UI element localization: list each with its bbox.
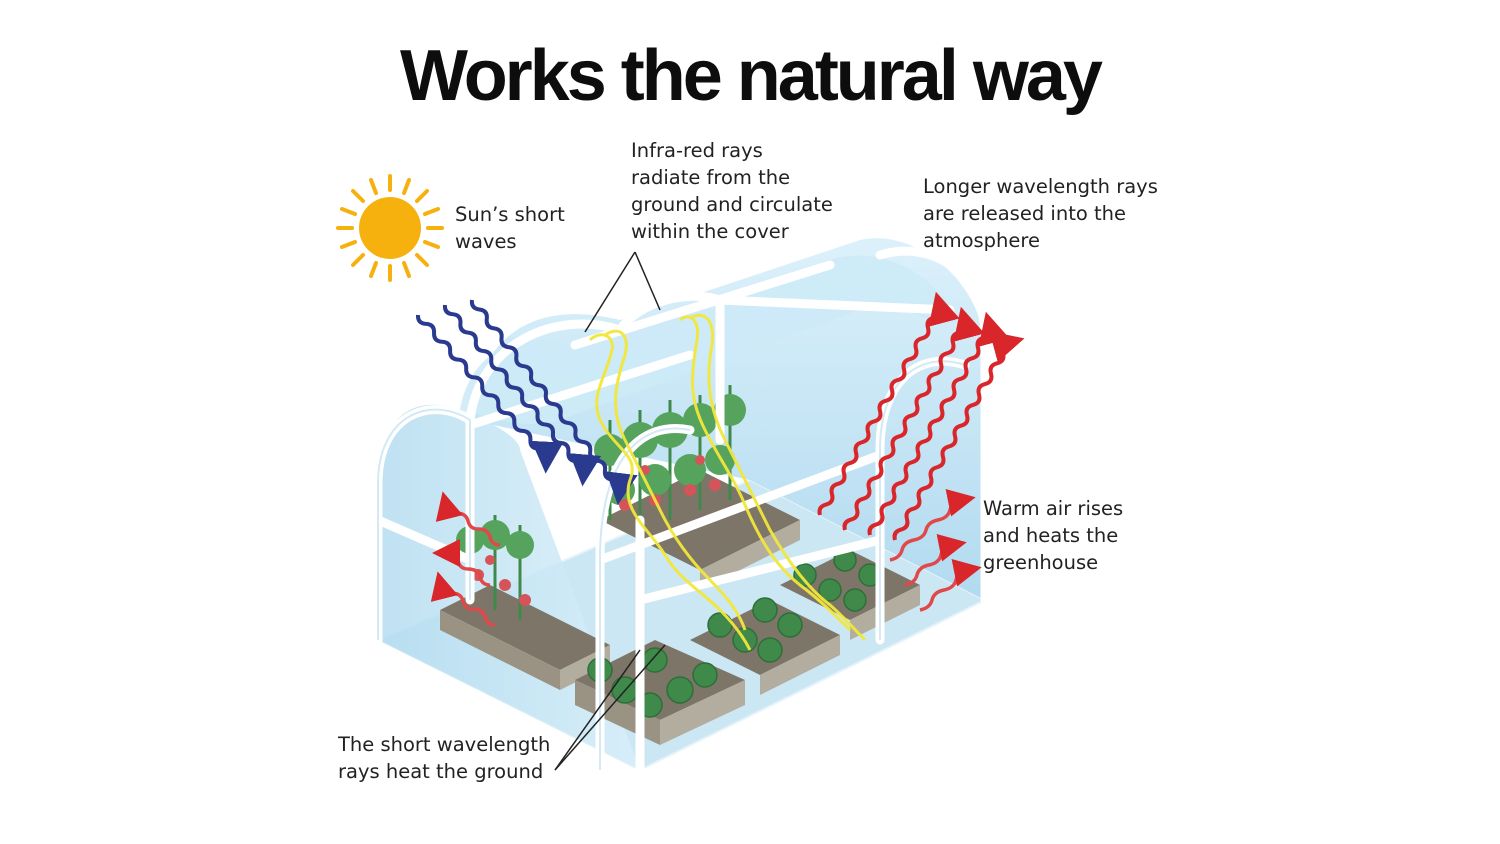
infrared-label: Infra-red rays radiate from the ground a… xyxy=(631,137,833,245)
page-title: Works the natural way xyxy=(400,36,1103,116)
warm-label-line: greenhouse xyxy=(983,551,1099,574)
infrared-rays xyxy=(588,313,867,651)
warm-label-line: and heats the xyxy=(983,524,1119,547)
short-label-line: rays heat the ground xyxy=(338,760,544,783)
infrared-label-line: radiate from the xyxy=(631,166,791,189)
long-wave-rays xyxy=(817,291,1025,541)
longer-label-line: atmosphere xyxy=(923,229,1040,252)
warm-label-line: Warm air rises xyxy=(983,497,1124,520)
sun-label-line: Sun’s short xyxy=(455,203,565,226)
warm-air-arrows-left xyxy=(430,491,501,627)
short-label-line: The short wavelength xyxy=(338,733,551,756)
short-wavelength-label: The short wavelength rays heat the groun… xyxy=(338,731,550,785)
short-wave-rays xyxy=(415,299,638,506)
sun-label: Sun’s short waves xyxy=(455,201,565,255)
sun-label-line: waves xyxy=(455,230,517,253)
infrared-label-line: Infra-red rays xyxy=(631,139,763,162)
longer-label-line: Longer wavelength rays xyxy=(923,175,1158,198)
longer-wavelength-label: Longer wavelength rays are released into… xyxy=(923,173,1158,254)
infrared-label-line: within the cover xyxy=(631,220,789,243)
warm-air-label: Warm air rises and heats the greenhouse xyxy=(983,495,1123,576)
longer-label-line: are released into the xyxy=(923,202,1126,225)
warm-air-arrows-right xyxy=(889,489,982,612)
sun-icon xyxy=(336,174,444,282)
infrared-label-line: ground and circulate xyxy=(631,193,833,216)
